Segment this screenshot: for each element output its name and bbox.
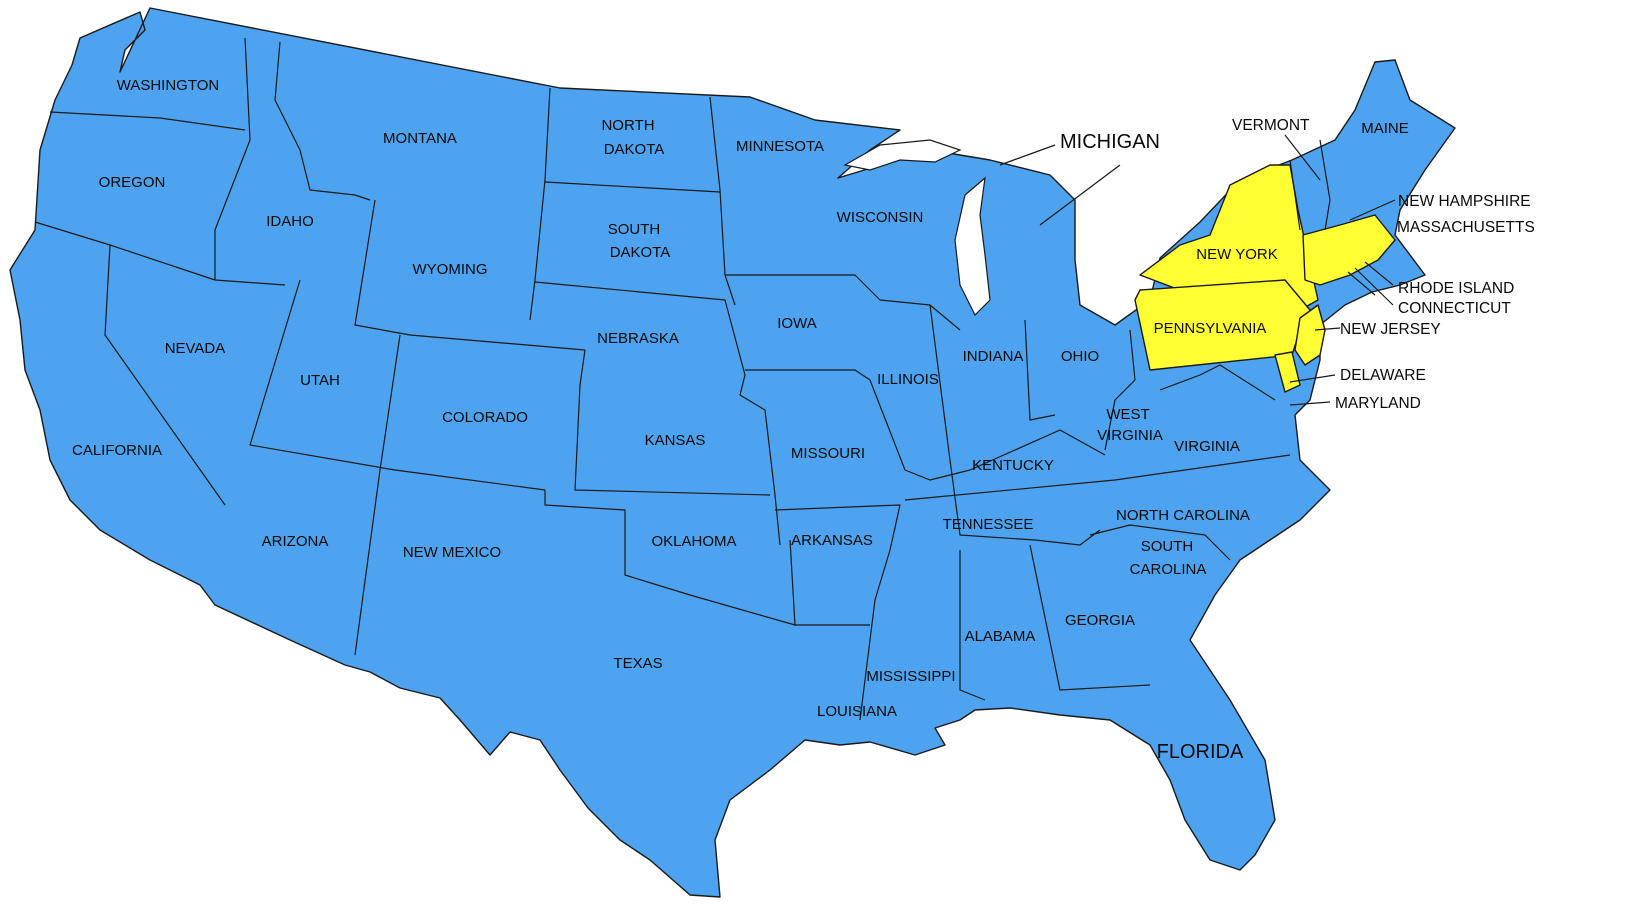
label-indiana: INDIANA — [963, 348, 1024, 365]
label-kentucky: KENTUCKY — [972, 457, 1054, 474]
label-west-virginia-2: VIRGINIA — [1097, 427, 1163, 444]
label-kansas: KANSAS — [645, 432, 706, 449]
label-west-virginia-1: WEST — [1106, 406, 1149, 423]
label-rhode-island: RHODE ISLAND — [1398, 280, 1514, 297]
label-new-hampshire: NEW HAMPSHIRE — [1398, 193, 1531, 210]
label-north-dakota-2: DAKOTA — [604, 141, 665, 158]
label-iowa: IOWA — [777, 315, 816, 332]
state-borders — [34, 37, 1331, 721]
label-michigan: MICHIGAN — [1060, 131, 1160, 153]
label-maine: MAINE — [1361, 120, 1409, 137]
label-vermont: VERMONT — [1232, 117, 1310, 134]
label-california: CALIFORNIA — [72, 442, 162, 459]
label-oregon: OREGON — [99, 174, 166, 191]
label-south-carolina-1: SOUTH — [1141, 538, 1194, 555]
label-wisconsin: WISCONSIN — [837, 209, 924, 226]
new-jersey-state — [1294, 304, 1326, 366]
lake-michigan — [954, 176, 991, 317]
label-maryland: MARYLAND — [1335, 395, 1421, 412]
label-montana: MONTANA — [383, 130, 457, 147]
label-washington: WASHINGTON — [117, 77, 220, 94]
label-pennsylvania: PENNSYLVANIA — [1154, 320, 1267, 337]
label-alabama: ALABAMA — [965, 628, 1036, 645]
label-utah: UTAH — [300, 372, 340, 389]
label-ohio: OHIO — [1061, 348, 1099, 365]
label-wyoming: WYOMING — [413, 261, 488, 278]
label-connecticut: CONNECTICUT — [1398, 300, 1511, 317]
label-north-carolina: NORTH CAROLINA — [1116, 507, 1250, 524]
label-new-york: NEW YORK — [1196, 246, 1277, 263]
label-tennessee: TENNESSEE — [943, 516, 1034, 533]
label-nevada: NEVADA — [165, 340, 226, 357]
label-delaware: DELAWARE — [1340, 367, 1426, 384]
label-virginia: VIRGINIA — [1174, 438, 1240, 455]
label-texas: TEXAS — [613, 655, 662, 672]
label-idaho: IDAHO — [266, 213, 314, 230]
label-south-dakota-2: DAKOTA — [610, 244, 671, 261]
leader-lines — [999, 134, 1396, 406]
label-new-mexico: NEW MEXICO — [403, 544, 501, 561]
label-mississippi: MISSISSIPPI — [866, 668, 955, 685]
label-north-dakota-1: NORTH — [601, 117, 654, 134]
contiguous-us-landmass — [9, 7, 1456, 898]
new-england-south-states — [1302, 214, 1396, 286]
label-south-carolina-2: CAROLINA — [1130, 561, 1207, 578]
label-oklahoma: OKLAHOMA — [651, 533, 736, 550]
label-louisiana: LOUISIANA — [817, 703, 897, 720]
label-florida: FLORIDA — [1157, 741, 1244, 763]
label-georgia: GEORGIA — [1065, 612, 1135, 629]
label-colorado: COLORADO — [442, 409, 528, 426]
label-massachusetts: MASSACHUSETTS — [1397, 219, 1535, 236]
label-illinois: ILLINOIS — [877, 371, 939, 388]
label-south-dakota-1: SOUTH — [608, 221, 661, 238]
label-nebraska: NEBRASKA — [597, 330, 679, 347]
label-arizona: ARIZONA — [262, 533, 329, 550]
label-arkansas: ARKANSAS — [791, 532, 873, 549]
label-new-jersey: NEW JERSEY — [1340, 321, 1441, 338]
label-minnesota: MINNESOTA — [736, 138, 824, 155]
label-missouri: MISSOURI — [791, 445, 865, 462]
lake-superior — [843, 139, 962, 171]
